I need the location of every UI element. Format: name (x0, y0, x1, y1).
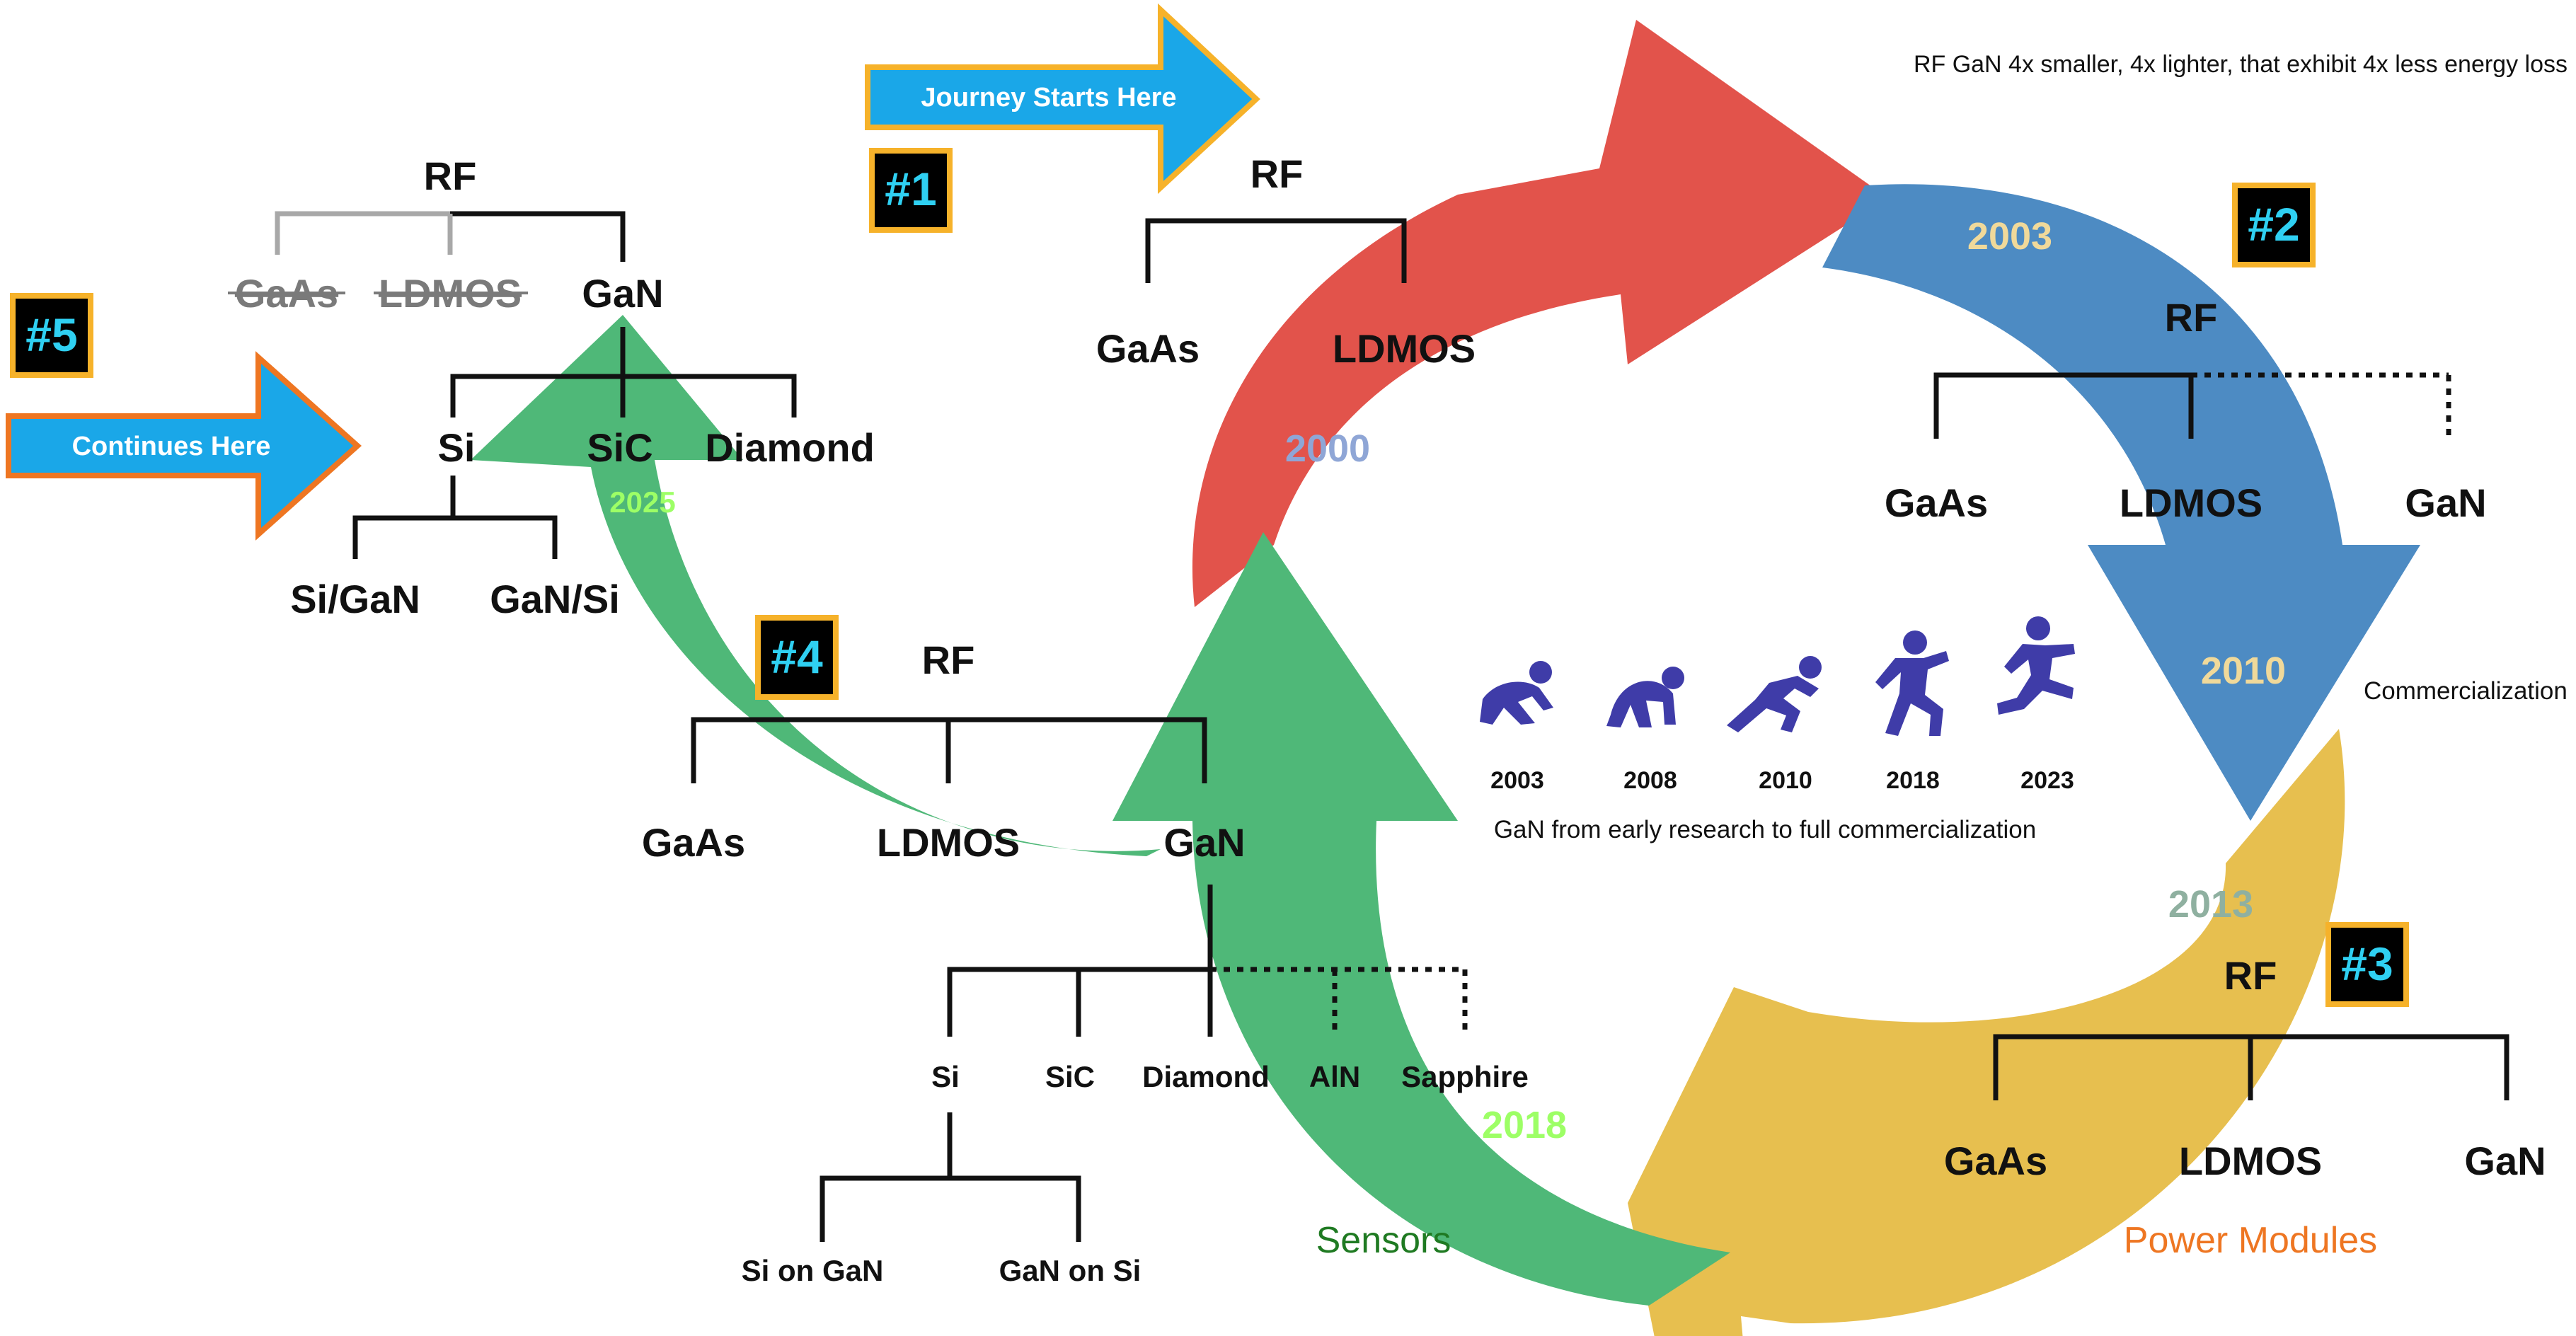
crawl-figure-icon (1480, 661, 1553, 725)
stage4-sub-sapphire: Sapphire (1401, 1060, 1529, 1093)
stage2-gan: GaN (2405, 480, 2486, 525)
stage2-rf: RF (2165, 295, 2218, 340)
stage5-gan-si: GaN/Si (490, 577, 620, 621)
year-2025: 2025 (609, 485, 675, 519)
stage4-ldmos: LDMOS (877, 820, 1020, 865)
badge-1: #1 (869, 148, 953, 233)
timeline-year-2010: 2010 (1759, 767, 1812, 794)
stage5-tree: RF GaAs LDMOS GaN Si SiC Diamond Si/GaN … (228, 154, 875, 621)
red-cycle-arrow (1192, 20, 1888, 607)
journey-starts-callout: Journey Starts Here (865, 3, 1260, 195)
stage3-tree: RF GaAs LDMOS GaN (1944, 953, 2546, 1183)
stage4-rf: RF (922, 638, 975, 682)
stage2-tree: RF GaAs LDMOS GaN (1885, 295, 2487, 525)
continues-here-label: Continues Here (72, 432, 271, 461)
year-2000: 2000 (1285, 427, 1370, 470)
stage4-gan-on-si: GaN on Si (999, 1254, 1142, 1287)
timeline-year-2003: 2003 (1490, 767, 1544, 794)
stage4-si-on-gan: Si on GaN (742, 1254, 884, 1287)
badge-4: #4 (755, 615, 839, 700)
crouch-figure-icon (1606, 667, 1684, 727)
year-2010: 2010 (2201, 650, 2286, 692)
yellow-cycle-arrow (1628, 729, 2345, 1336)
timeline-year-2023: 2023 (2020, 767, 2074, 794)
header-note: RF GaN 4x smaller, 4x lighter, that exhi… (1914, 51, 2568, 78)
stage4-sub-sic: SiC (1045, 1060, 1095, 1093)
stage4-gan: GaN (1163, 820, 1245, 865)
stage1-rf: RF (1250, 151, 1304, 196)
stage4-sub-si: Si (931, 1060, 960, 1093)
stage3-rf: RF (2224, 953, 2277, 998)
year-2013: 2013 (2168, 883, 2253, 926)
sprinting-figure-icon (1997, 616, 2075, 715)
badge-5: #5 (10, 293, 93, 378)
stage3-gaas: GaAs (1944, 1139, 2047, 1183)
power-modules-label: Power Modules (2124, 1220, 2377, 1261)
stage3-ldmos: LDMOS (2179, 1139, 2322, 1183)
stage2-ldmos: LDMOS (2120, 480, 2262, 525)
stage3-gan: GaN (2464, 1139, 2546, 1183)
sensors-label: Sensors (1316, 1220, 1451, 1261)
stage5-sub-sic: SiC (587, 425, 652, 470)
stage5-sub-si: Si (438, 425, 476, 470)
year-2018: 2018 (1482, 1104, 1567, 1146)
svg-text:#5: #5 (25, 309, 77, 361)
stage1-gaas: GaAs (1096, 326, 1200, 371)
stage2-gaas: GaAs (1885, 480, 1988, 525)
svg-text:#4: #4 (771, 630, 823, 683)
journey-starts-label: Journey Starts Here (921, 83, 1176, 113)
stage4-sub-diamond: Diamond (1142, 1060, 1270, 1093)
runner-timeline: 2003 2008 2010 2018 2023 GaN from early … (1480, 616, 2075, 843)
stage1-tree: RF GaAs LDMOS (1096, 151, 1476, 371)
svg-text:#3: #3 (2341, 938, 2393, 990)
timeline-year-2008: 2008 (1623, 767, 1677, 794)
timeline-caption: GaN from early research to full commerci… (1494, 816, 2036, 843)
svg-text:#2: #2 (2248, 198, 2299, 250)
year-2003: 2003 (1967, 215, 2052, 258)
green-return-arrow (471, 315, 1161, 856)
stage1-ldmos: LDMOS (1333, 326, 1476, 371)
continues-here-callout: Continues Here (6, 351, 362, 541)
stage5-gan: GaN (582, 271, 663, 316)
badge-3: #3 (2325, 922, 2409, 1007)
commercialization-label: Commercialization (2364, 677, 2568, 705)
sprint-start-figure-icon (1727, 656, 1822, 732)
stage5-sub-diamond: Diamond (705, 425, 875, 470)
badge-2: #2 (2232, 183, 2316, 267)
running-figure-icon (1875, 630, 1949, 736)
green-cycle-arrow (1112, 532, 1730, 1306)
stage4-sub-aln: AlN (1309, 1060, 1360, 1093)
stage4-tree: RF GaAs LDMOS GaN Si SiC Diamond AlN Sap… (642, 638, 1529, 1287)
timeline-year-2018: 2018 (1886, 767, 1940, 794)
stage5-si-gan: Si/GaN (290, 577, 420, 621)
stage5-rf: RF (424, 154, 477, 198)
blue-cycle-arrow (1822, 184, 2420, 822)
svg-text:#1: #1 (885, 163, 936, 215)
stage4-gaas: GaAs (642, 820, 745, 865)
